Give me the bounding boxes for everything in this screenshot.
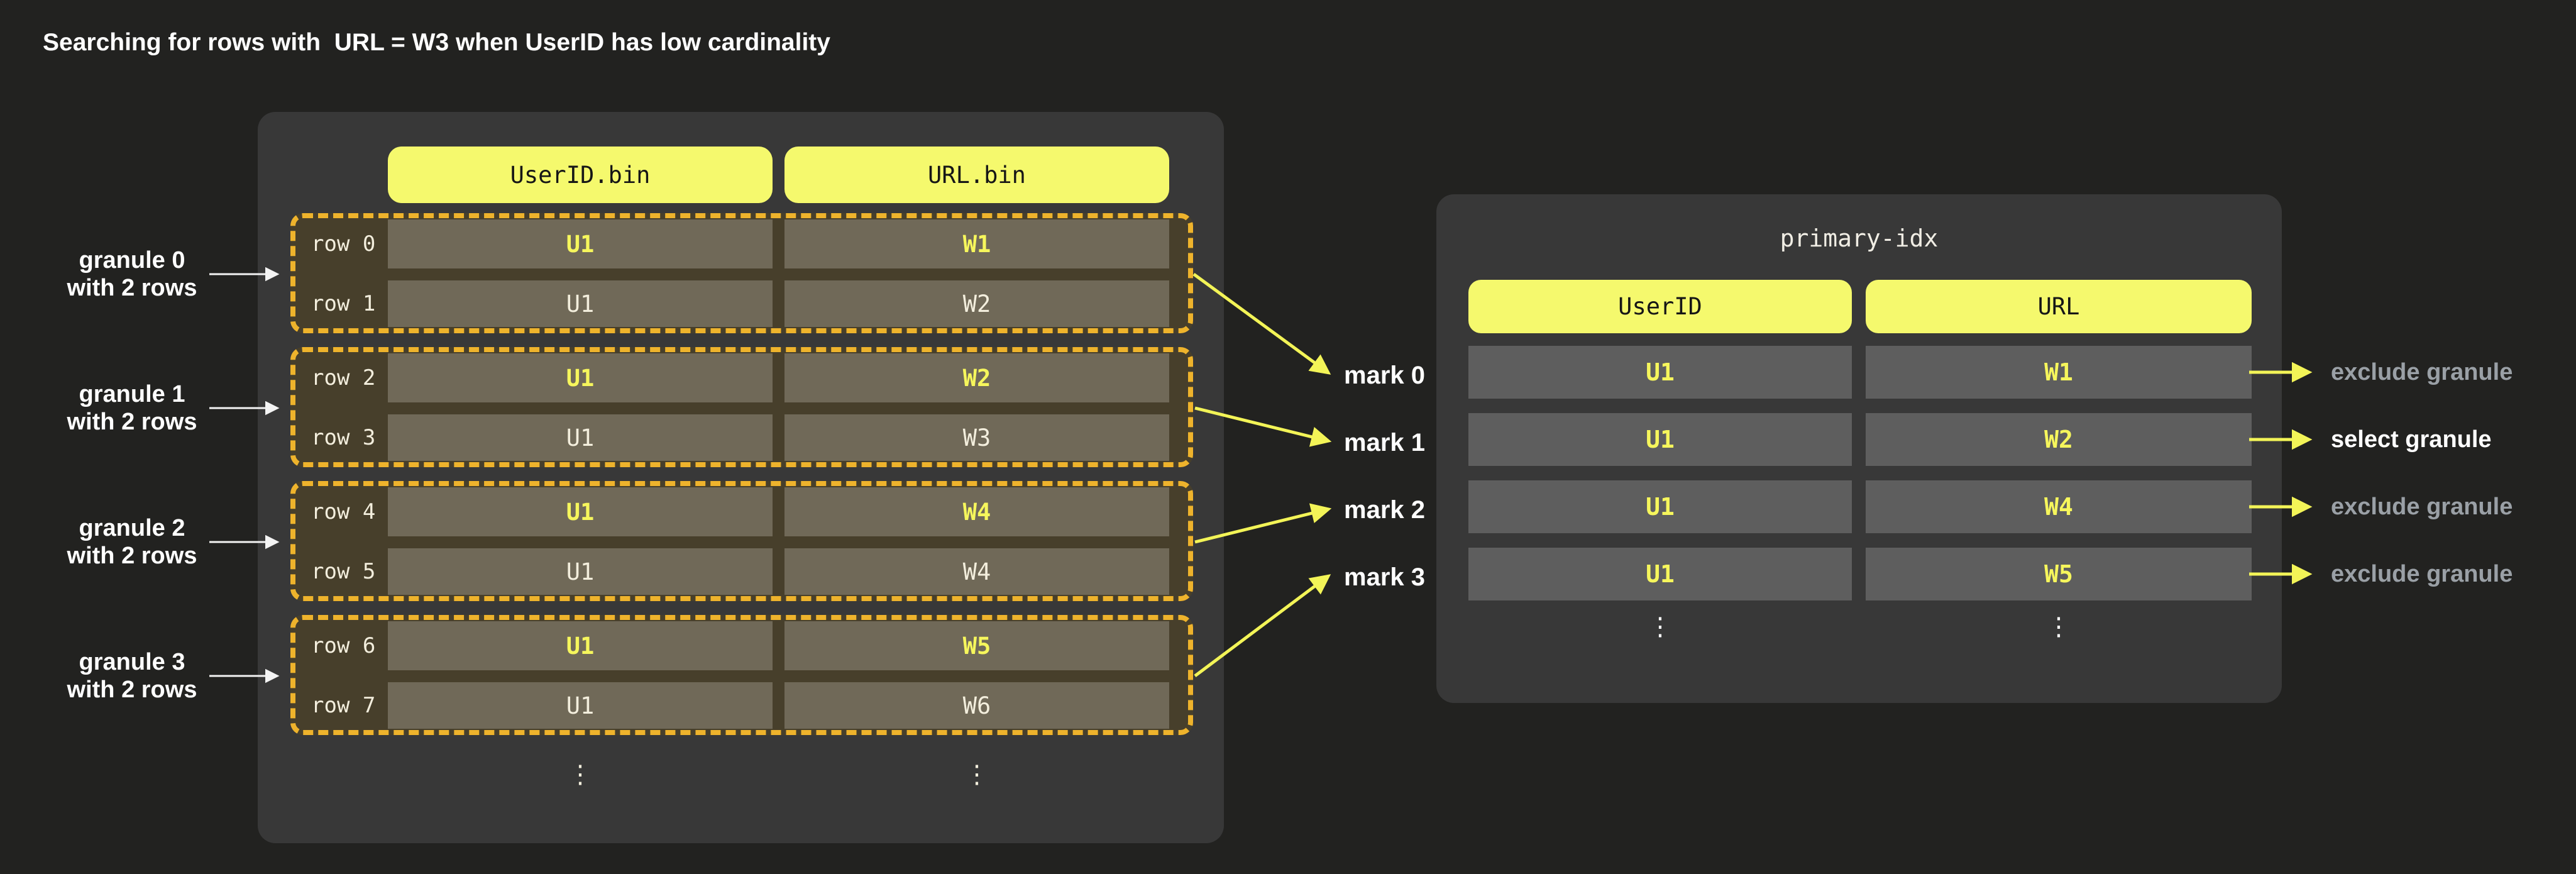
granule-annotation-0: granule 0 with 2 rows [25, 246, 239, 302]
cell-url: W3 [784, 414, 1169, 461]
cell-url: W5 [784, 621, 1169, 670]
granule-box-0: row 0 U1 W1 row 1 U1 W2 [290, 213, 1193, 333]
column-header-userid-bin: UserID.bin [388, 147, 773, 203]
more-index-rows-ellipsis: ⋮ [1648, 613, 1673, 641]
more-rows-ellipsis: ⋮ [964, 761, 989, 788]
primary-index-panel: primary-idx UserID URL U1 W1 U1 W2 U1 W4… [1436, 194, 2282, 703]
cell-url: W4 [784, 487, 1169, 536]
cell-url: W6 [784, 682, 1169, 729]
row-label: row 5 [311, 559, 376, 584]
outcome-label-3: exclude granule [2331, 560, 2513, 587]
index-cell-userid: U1 [1468, 548, 1852, 600]
column-header-userid: UserID [1468, 280, 1852, 333]
mark-label-0: mark 0 [1344, 361, 1425, 389]
granule-annotation-line: with 2 rows [67, 543, 197, 569]
granule-annotation-line: granule 2 [79, 515, 185, 541]
cell-userid: U1 [388, 487, 773, 536]
cell-userid: U1 [388, 353, 773, 402]
granule-box-1: row 2 U1 W2 row 3 U1 W3 [290, 347, 1193, 467]
granule-box-2: row 4 U1 W4 row 5 U1 W4 [290, 481, 1193, 601]
granule-annotation-1: granule 1 with 2 rows [25, 380, 239, 436]
primary-index-title: primary-idx [1780, 224, 1939, 252]
cell-url: W4 [784, 548, 1169, 595]
granule-box-3: row 6 U1 W5 row 7 U1 W6 [290, 615, 1193, 735]
granule-annotation-2: granule 2 with 2 rows [25, 514, 239, 570]
cell-userid: U1 [388, 219, 773, 268]
granule-annotation-line: with 2 rows [67, 275, 197, 301]
cell-url: W1 [784, 219, 1169, 268]
cell-userid: U1 [388, 548, 773, 595]
cell-userid: U1 [388, 414, 773, 461]
index-cell-url: W1 [1866, 346, 2252, 399]
cell-url: W2 [784, 280, 1169, 327]
granule-annotation-line: with 2 rows [67, 409, 197, 435]
row-label: row 0 [311, 231, 376, 257]
column-header-url-bin: URL.bin [784, 147, 1169, 203]
row-label: row 1 [311, 291, 376, 316]
index-cell-url: W5 [1866, 548, 2252, 600]
index-cell-userid: U1 [1468, 413, 1852, 466]
more-rows-ellipsis: ⋮ [568, 761, 593, 788]
cell-url: W2 [784, 353, 1169, 402]
granule-annotation-line: granule 1 [79, 381, 185, 407]
cell-userid: U1 [388, 682, 773, 729]
cell-userid: U1 [388, 280, 773, 327]
row-label: row 2 [311, 365, 376, 390]
mark-label-3: mark 3 [1344, 563, 1425, 591]
index-cell-userid: U1 [1468, 480, 1852, 533]
cell-userid: U1 [388, 621, 773, 670]
outcome-label-1: select granule [2331, 426, 2492, 453]
outcome-label-2: exclude granule [2331, 493, 2513, 520]
column-header-url: URL [1866, 280, 2252, 333]
diagram-title: Searching for rows with URL = W3 when Us… [43, 29, 830, 56]
mark-label-2: mark 2 [1344, 495, 1425, 524]
mark-label-1: mark 1 [1344, 428, 1425, 456]
row-label: row 7 [311, 693, 376, 718]
index-cell-userid: U1 [1468, 346, 1852, 399]
granule-annotation-3: granule 3 with 2 rows [25, 648, 239, 704]
granule-annotation-line: with 2 rows [67, 677, 197, 703]
row-label: row 4 [311, 499, 376, 524]
index-cell-url: W4 [1866, 480, 2252, 533]
outcome-label-0: exclude granule [2331, 358, 2513, 385]
row-label: row 6 [311, 633, 376, 658]
granule-annotation-line: granule 3 [79, 649, 185, 675]
row-label: row 3 [311, 425, 376, 450]
granule-annotation-line: granule 0 [79, 247, 185, 274]
more-index-rows-ellipsis: ⋮ [2046, 613, 2071, 641]
index-cell-url: W2 [1866, 413, 2252, 466]
